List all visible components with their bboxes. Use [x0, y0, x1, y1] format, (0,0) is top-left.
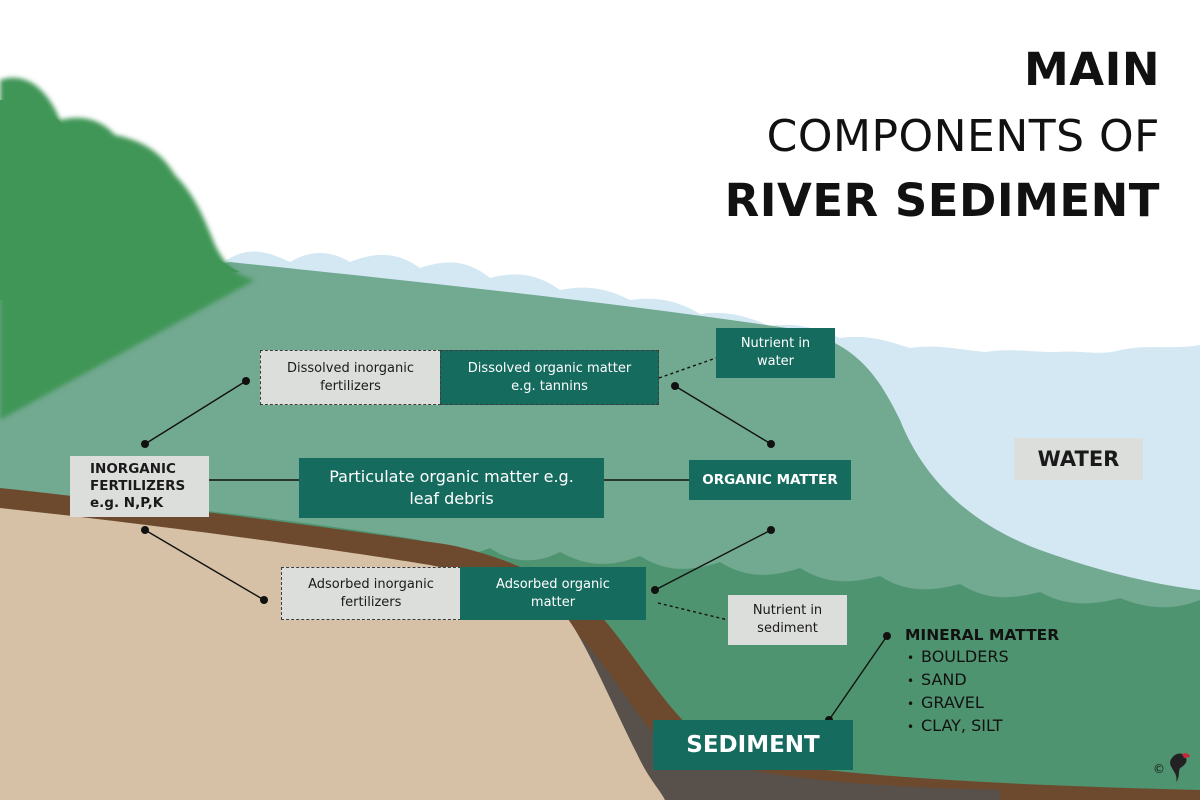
adsorbed-inorganic-label-2: fertilizers: [340, 594, 402, 610]
connector-dot: [141, 526, 149, 534]
inorganic-fertilizers-box: INORGANIC FERTILIZERS e.g. N,P,K: [70, 456, 209, 517]
nutrient-sediment-label-1: Nutrient in: [752, 603, 823, 619]
inorganic-fertilizers-label-2: FERTILIZERS: [90, 478, 186, 495]
connector-inorganic-to-dissolved: [144, 380, 247, 445]
nutrient-in-sediment-box: Nutrient in sediment: [728, 595, 847, 645]
mineral-matter-heading: MINERAL MATTER: [905, 626, 1060, 644]
title-line-2: COMPONENTS OF: [766, 111, 1160, 162]
connector-dissolved-to-nutrient-water: [658, 357, 717, 379]
mineral-matter-list: MINERAL MATTER •BOULDERS •SAND •GRAVEL •…: [905, 626, 1059, 738]
copyright-text: ©: [1153, 762, 1165, 776]
organic-matter-label: ORGANIC MATTER: [702, 472, 838, 488]
connector-dot: [260, 596, 268, 604]
tan-ground: [0, 508, 665, 800]
sediment-label-box: SEDIMENT: [653, 720, 853, 770]
adsorbed-organic-box: Adsorbed organic matter: [460, 567, 646, 620]
mineral-item-label: SAND: [921, 670, 967, 689]
connector-lines: [144, 357, 888, 721]
mineral-item-label: GRAVEL: [921, 693, 984, 712]
mineral-matter-items: •BOULDERS •SAND •GRAVEL •CLAY, SILT: [905, 646, 1059, 738]
left-bank-hill-lower: [0, 99, 240, 300]
list-item: •CLAY, SILT: [907, 716, 1003, 735]
connector-dot: [767, 440, 775, 448]
adsorbed-organic-label-1: Adsorbed organic: [496, 576, 610, 592]
dissolved-inorganic-label-2: fertilizers: [320, 378, 381, 394]
adsorbed-inorganic-box: Adsorbed inorganic fertilizers: [281, 567, 461, 620]
connector-adsorbed-to-organic: [654, 529, 772, 591]
dissolved-organic-box: Dissolved organic matter e.g. tannins: [440, 350, 659, 405]
list-item: •SAND: [907, 670, 967, 689]
dissolved-organic-label-1: Dissolved organic matter: [467, 360, 632, 376]
connector-dot: [141, 440, 149, 448]
adsorbed-organic-label-2: matter: [530, 594, 576, 610]
inorganic-fertilizers-label-1: INORGANIC: [90, 461, 176, 478]
connector-adsorbed-to-nutrient-sediment: [657, 602, 729, 621]
connector-dissolved-to-organic: [674, 385, 772, 445]
adsorbed-inorganic-label-1: Adsorbed inorganic: [308, 576, 434, 592]
particulate-label-1: Particulate organic matter e.g.: [329, 467, 574, 487]
mineral-item-label: CLAY, SILT: [921, 716, 1003, 735]
list-item: •GRAVEL: [907, 693, 984, 712]
particulate-label-2: leaf debris: [409, 489, 494, 508]
list-item: •BOULDERS: [907, 647, 1009, 666]
connector-dot: [651, 586, 659, 594]
sediment-label: SEDIMENT: [686, 732, 820, 758]
nutrient-water-label-1: Nutrient in: [740, 336, 811, 352]
nutrient-sediment-label-2: sediment: [757, 621, 818, 636]
title-line-1: MAIN: [1023, 43, 1160, 96]
nutrient-in-water-box: Nutrient in water: [716, 328, 835, 378]
connector-dot: [242, 377, 250, 385]
organic-matter-box: ORGANIC MATTER: [689, 460, 851, 500]
connector-dot: [883, 632, 891, 640]
inorganic-fertilizers-label-3: e.g. N,P,K: [90, 494, 164, 511]
water-label-box: WATER: [1014, 438, 1143, 480]
bird-logo-icon: [1170, 753, 1190, 782]
dissolved-organic-label-2: e.g. tannins: [511, 378, 588, 394]
dissolved-inorganic-box: Dissolved inorganic fertilizers: [260, 350, 441, 405]
particulate-organic-box: Particulate organic matter e.g. leaf deb…: [299, 458, 604, 518]
title-line-3: RIVER SEDIMENT: [724, 174, 1160, 227]
connector-inorganic-to-adsorbed: [144, 529, 265, 601]
nutrient-water-label-2: water: [756, 354, 795, 369]
connector-dot: [671, 382, 679, 390]
mineral-item-label: BOULDERS: [921, 647, 1009, 666]
dissolved-inorganic-label-1: Dissolved inorganic: [287, 360, 414, 376]
water-label: WATER: [1037, 447, 1120, 471]
connector-dot: [767, 526, 775, 534]
connector-mineral-to-sediment: [828, 635, 888, 721]
